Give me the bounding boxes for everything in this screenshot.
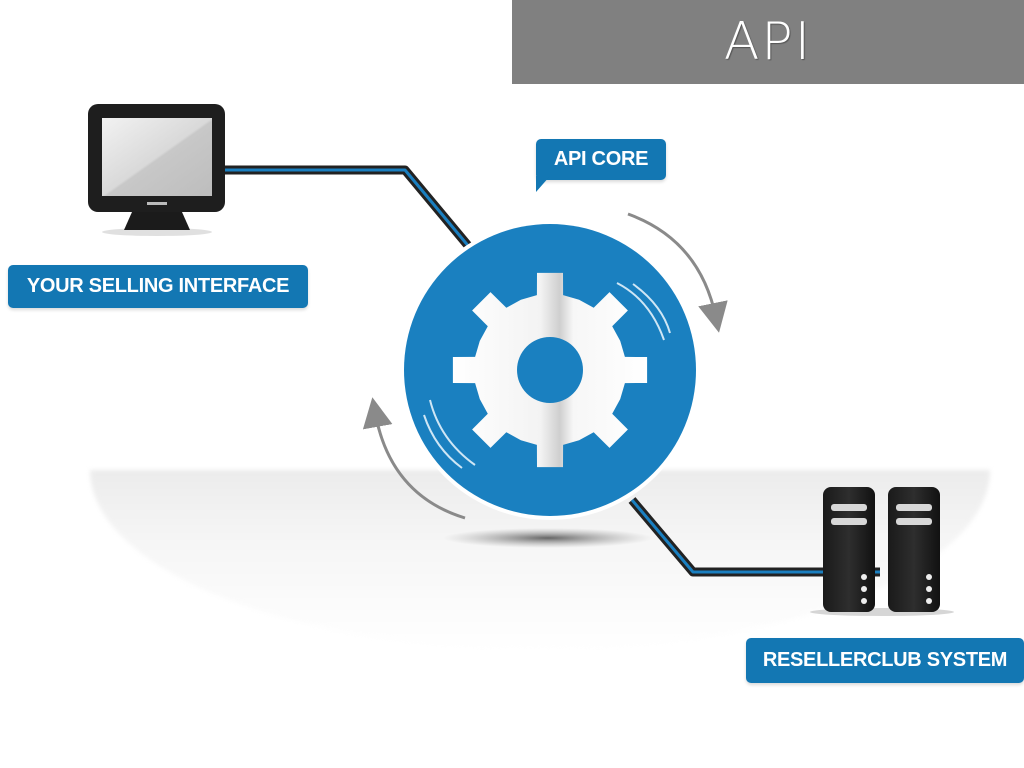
- speech-bubble-tail: [536, 176, 550, 192]
- label-text: YOUR SELLING INTERFACE: [26, 275, 290, 297]
- rotation-arrow-left-icon: [362, 397, 466, 520]
- label-resellerclub-system: RESELLERCLUB SYSTEM: [746, 638, 1024, 683]
- label-text: RESELLERCLUB SYSTEM: [762, 649, 1008, 671]
- label-your-selling-interface: YOUR SELLING INTERFACE: [8, 265, 308, 308]
- gear-icon: [452, 272, 648, 468]
- core-shadow: [443, 528, 653, 548]
- title-bar: API: [512, 0, 1024, 84]
- api-core-disc: [400, 220, 700, 520]
- label-text: API CORE: [553, 148, 649, 170]
- cable-core-to-system: [628, 497, 880, 577]
- label-api-core: API CORE: [536, 139, 666, 180]
- monitor-icon: [88, 104, 225, 236]
- page-title: API: [723, 12, 813, 72]
- server-icon: [810, 487, 954, 616]
- cable-interface-to-core: [222, 165, 474, 251]
- rotation-arrow-right-icon: [627, 212, 728, 333]
